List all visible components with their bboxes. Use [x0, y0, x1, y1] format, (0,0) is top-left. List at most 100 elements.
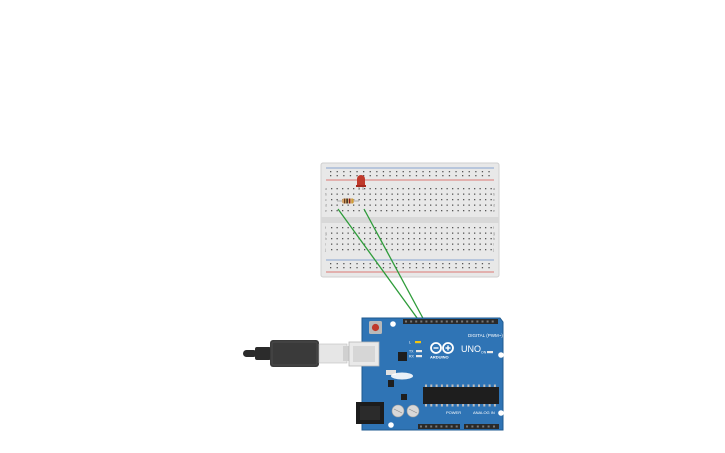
l-label: L	[409, 341, 411, 345]
strip-hole	[353, 193, 355, 195]
wires[interactable]	[337, 208, 426, 323]
strip-hole	[336, 188, 338, 190]
rail-hole	[396, 171, 398, 173]
analog-header[interactable]	[464, 424, 499, 429]
row-label: f	[325, 226, 326, 230]
power-header[interactable]	[418, 424, 460, 429]
strip-hole	[479, 249, 481, 251]
strip-hole	[485, 238, 487, 240]
on-led	[487, 351, 493, 354]
rail-hole	[475, 263, 477, 265]
strip-hole	[457, 204, 459, 206]
strip-hole	[369, 227, 371, 229]
row-label: a	[325, 187, 327, 191]
analog-pin	[471, 425, 474, 428]
strip-hole	[463, 188, 465, 190]
strip-hole	[342, 188, 344, 190]
strip-hole	[457, 210, 459, 212]
row-label: d	[325, 204, 327, 208]
power-pin	[435, 425, 438, 428]
strip-hole	[358, 199, 360, 201]
rail-hole	[415, 267, 418, 269]
rail-hole	[376, 171, 378, 173]
rail-hole	[349, 263, 352, 265]
chip-pin	[493, 384, 496, 387]
strip-hole	[490, 210, 492, 212]
rail-hole	[343, 267, 345, 269]
strip-hole	[364, 227, 366, 229]
strip-hole	[375, 199, 377, 201]
strip-hole	[402, 238, 404, 240]
strip-hole	[408, 232, 410, 234]
strip-hole	[391, 238, 393, 240]
strip-hole	[452, 249, 454, 251]
rail-hole	[455, 263, 457, 265]
row-label: i	[493, 243, 494, 247]
rail-hole	[481, 175, 484, 177]
usb-cable[interactable]	[243, 340, 349, 367]
wire-green-1[interactable]	[337, 208, 421, 323]
digital-pin	[435, 320, 438, 323]
rail-hole	[435, 263, 437, 265]
mount-hole-3	[498, 410, 504, 416]
chip-pin	[478, 404, 480, 407]
digital-header[interactable]	[403, 319, 498, 324]
chip-pin	[425, 384, 427, 387]
rail-hole	[382, 263, 385, 265]
strip-hole	[331, 210, 333, 212]
strip-hole	[408, 238, 410, 240]
strip-hole	[446, 193, 448, 195]
strip-hole	[391, 232, 393, 234]
power-pin	[440, 425, 443, 428]
resistor[interactable]	[337, 198, 359, 204]
strip-hole	[375, 238, 377, 240]
wire-green-2[interactable]	[363, 208, 426, 323]
strip-hole	[386, 204, 388, 206]
rail-hole	[382, 267, 385, 269]
bottom-terminal-strip	[331, 227, 492, 251]
strip-hole	[347, 188, 349, 190]
strip-hole	[397, 249, 399, 251]
strip-hole	[430, 227, 432, 229]
mount-hole-4	[388, 422, 394, 428]
strip-hole	[463, 227, 465, 229]
rail-hole	[422, 171, 424, 173]
led-red[interactable]	[356, 175, 366, 190]
resistor-band-tolerance	[351, 198, 353, 204]
usb-connector-tip	[343, 346, 349, 361]
strip-hole	[331, 249, 333, 251]
strip-hole	[408, 188, 410, 190]
strip-hole	[336, 193, 338, 195]
strip-hole	[353, 188, 355, 190]
strip-hole	[419, 232, 421, 234]
row-label: c	[325, 198, 327, 202]
strip-hole	[424, 238, 426, 240]
strip-hole	[364, 232, 366, 234]
rail-hole	[336, 267, 338, 269]
strip-hole	[474, 204, 476, 206]
digital-pin	[415, 320, 418, 323]
strip-hole	[430, 249, 432, 251]
strip-hole	[331, 238, 333, 240]
strip-hole	[479, 204, 481, 206]
reset-button[interactable]	[371, 323, 380, 332]
strip-hole	[413, 199, 415, 201]
rail-hole	[356, 263, 358, 265]
arduino-uno-board[interactable]: DIGITAL (PWM~) UNO ARDUINO L TX RX ON	[348, 317, 504, 431]
strip-hole	[446, 249, 448, 251]
row-label: g	[493, 232, 495, 236]
strip-hole	[375, 193, 377, 195]
strip-hole	[441, 243, 443, 245]
tx-label: TX	[409, 350, 414, 354]
strip-hole	[369, 249, 371, 251]
resistor-band-3	[349, 198, 351, 204]
rail-hole	[448, 171, 451, 173]
chip-pin	[478, 384, 480, 387]
strip-hole	[391, 199, 393, 201]
strip-hole	[342, 249, 344, 251]
row-label: i	[325, 243, 326, 247]
strip-hole	[479, 188, 481, 190]
strip-hole	[369, 188, 371, 190]
